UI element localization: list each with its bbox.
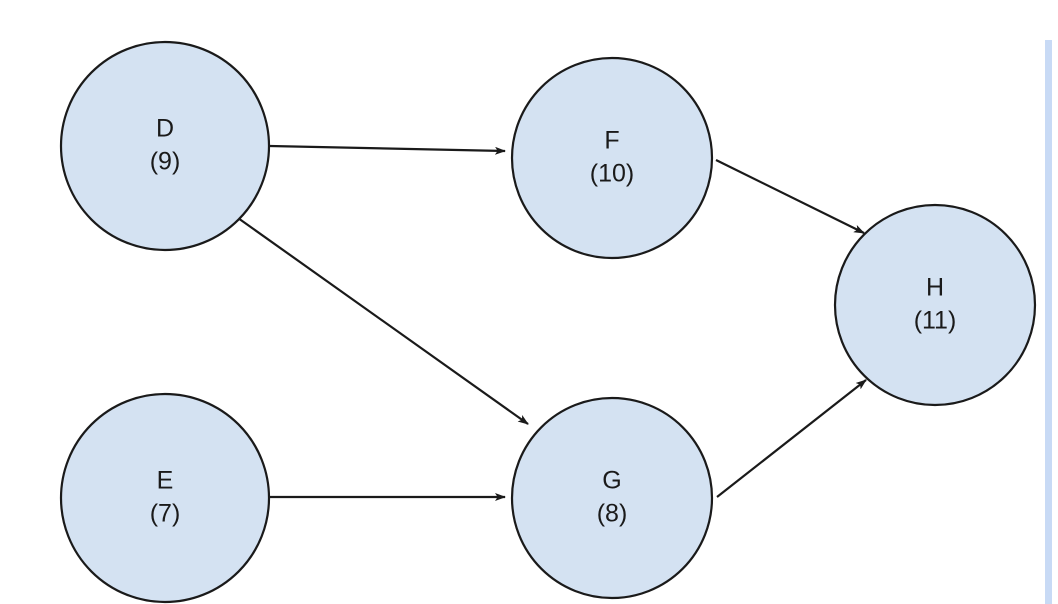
node-f-value: (10): [590, 160, 634, 188]
node-h[interactable]: H (11): [833, 203, 1037, 407]
edges-layer: [237, 144, 867, 501]
nodes-layer: D (9) F (10) H (11) E (7) G (8): [59, 40, 1037, 604]
node-h-value: (11): [914, 307, 957, 335]
node-g[interactable]: G (8): [510, 396, 714, 600]
edge-d-to-g: [237, 217, 529, 425]
node-e-circle[interactable]: [59, 392, 271, 604]
node-h-circle[interactable]: [833, 203, 1037, 407]
node-h-label: H: [926, 274, 944, 302]
edge-f-to-h: [715, 159, 865, 234]
vertical-scrollbar[interactable]: [1045, 40, 1052, 604]
node-f-circle[interactable]: [510, 56, 714, 260]
node-e-label: E: [157, 467, 174, 495]
node-e-value: (7): [150, 500, 181, 528]
node-g-value: (8): [597, 500, 628, 528]
node-d[interactable]: D (9): [59, 40, 271, 252]
node-d-circle[interactable]: [59, 40, 271, 252]
node-g-circle[interactable]: [510, 396, 714, 600]
node-e[interactable]: E (7): [59, 392, 271, 604]
node-d-label: D: [156, 115, 174, 143]
node-f[interactable]: F (10): [510, 56, 714, 260]
node-f-label: F: [604, 127, 619, 155]
edge-d-to-f: [269, 144, 506, 155]
edge-g-to-h: [716, 379, 867, 498]
node-g-label: G: [602, 467, 621, 495]
node-d-value: (9): [150, 148, 181, 176]
